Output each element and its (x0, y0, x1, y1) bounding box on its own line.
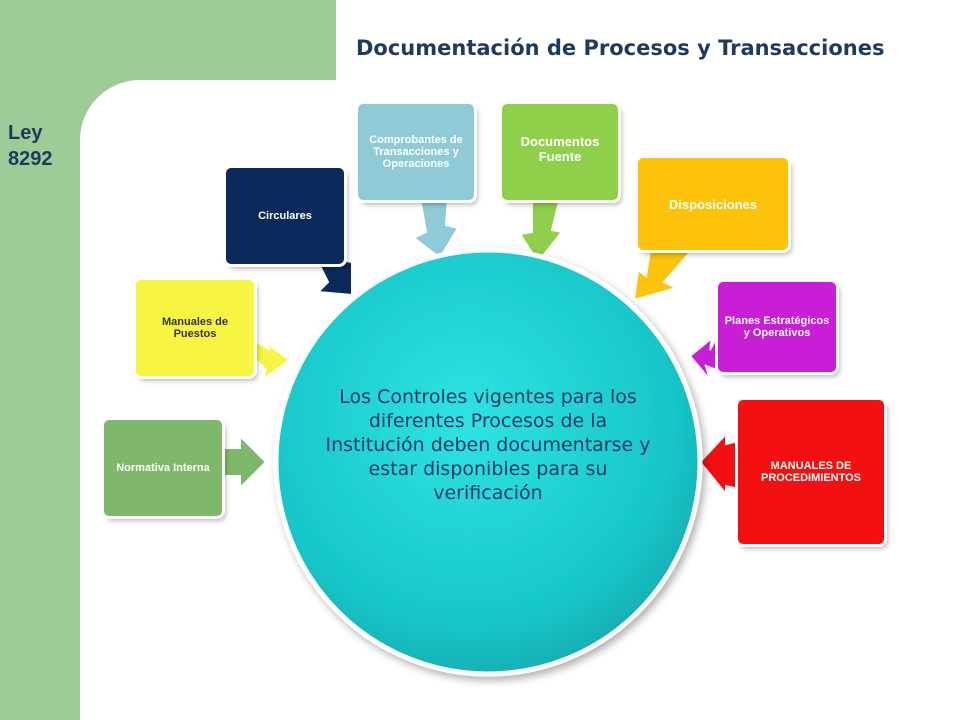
central-circle (273, 247, 703, 677)
node-label: Comprobantes de Transacciones y Operacio… (369, 134, 463, 170)
top-band (80, 0, 336, 80)
node-label: Normativa Interna (116, 462, 210, 474)
arrow-normativa (221, 433, 268, 491)
node-label: MANUALES DE PROCEDIMIENTOS (760, 460, 862, 484)
arrow-manuales-puestos (247, 334, 292, 383)
arrow-documentos-fuente (518, 197, 564, 264)
arrow-comprobantes (412, 197, 460, 260)
side-label: Ley 8292 (8, 122, 53, 170)
page-title: Documentación de Procesos y Transaccione… (356, 36, 885, 60)
node-manuales-de-puestos: Manuales de Puestos (136, 280, 254, 376)
arrow-manuales-procedimientos (698, 431, 743, 497)
node-manuales-de-procedimientos: MANUALES DE PROCEDIMIENTOS (738, 400, 884, 544)
node-label: Circulares (258, 210, 312, 222)
node-label: Planes Estratégicos y Operativos (724, 315, 830, 339)
node-comprobantes: Comprobantes de Transacciones y Operacio… (358, 104, 474, 200)
node-planes-estrategicos: Planes Estratégicos y Operativos (718, 282, 836, 372)
node-circulares: Circulares (226, 168, 344, 264)
arrow-disposiciones (632, 249, 695, 302)
node-documentos-fuente: Documentos Fuente (502, 104, 618, 200)
central-text: Los Controles vigentes para los diferent… (325, 386, 651, 504)
node-label: Disposiciones (668, 196, 758, 212)
node-normativa-interna: Normativa Interna (104, 420, 222, 516)
node-disposiciones: Disposiciones (638, 158, 788, 250)
node-label: Manuales de Puestos (161, 316, 229, 340)
left-sidebar (0, 0, 80, 720)
node-label: Documentos Fuente (520, 134, 600, 164)
